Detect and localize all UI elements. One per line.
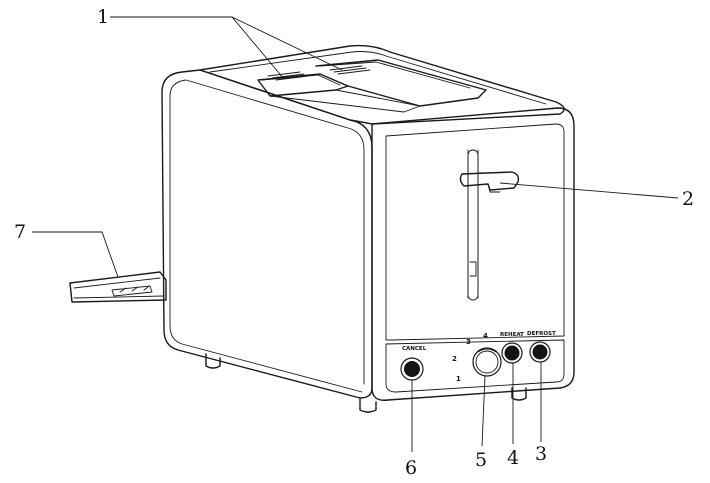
toaster-feet — [205, 353, 527, 413]
leader-lines — [32, 16, 679, 452]
callout-2: 2 — [682, 188, 694, 210]
dial-number-1: 1 — [456, 375, 461, 383]
reheat-button — [501, 342, 523, 364]
bread-slots — [257, 59, 487, 113]
callout-numbers: 1 2 3 4 5 6 7 — [14, 6, 694, 479]
callout-5: 5 — [475, 449, 487, 471]
dial-number-3: 3 — [466, 338, 471, 346]
toaster-body — [161, 44, 575, 401]
callout-1: 1 — [97, 6, 109, 28]
defrost-label: DEFROST — [527, 331, 556, 337]
callout-6: 6 — [405, 457, 417, 479]
toast-lever — [459, 149, 520, 301]
defrost-button — [529, 341, 551, 363]
dial-number-2: 2 — [452, 355, 457, 363]
cancel-label: CANCEL — [402, 346, 427, 352]
crumb-tray — [69, 271, 167, 303]
callout-3: 3 — [535, 443, 547, 465]
browning-dial — [472, 347, 502, 377]
reheat-label: REHEAT — [500, 332, 524, 338]
control-panel: CANCEL 1 2 3 4 REHEAT DEFROST — [400, 331, 556, 383]
callout-7: 7 — [14, 221, 26, 243]
callout-4: 4 — [507, 447, 519, 469]
cancel-button — [400, 357, 424, 381]
dial-number-4: 4 — [483, 332, 488, 340]
